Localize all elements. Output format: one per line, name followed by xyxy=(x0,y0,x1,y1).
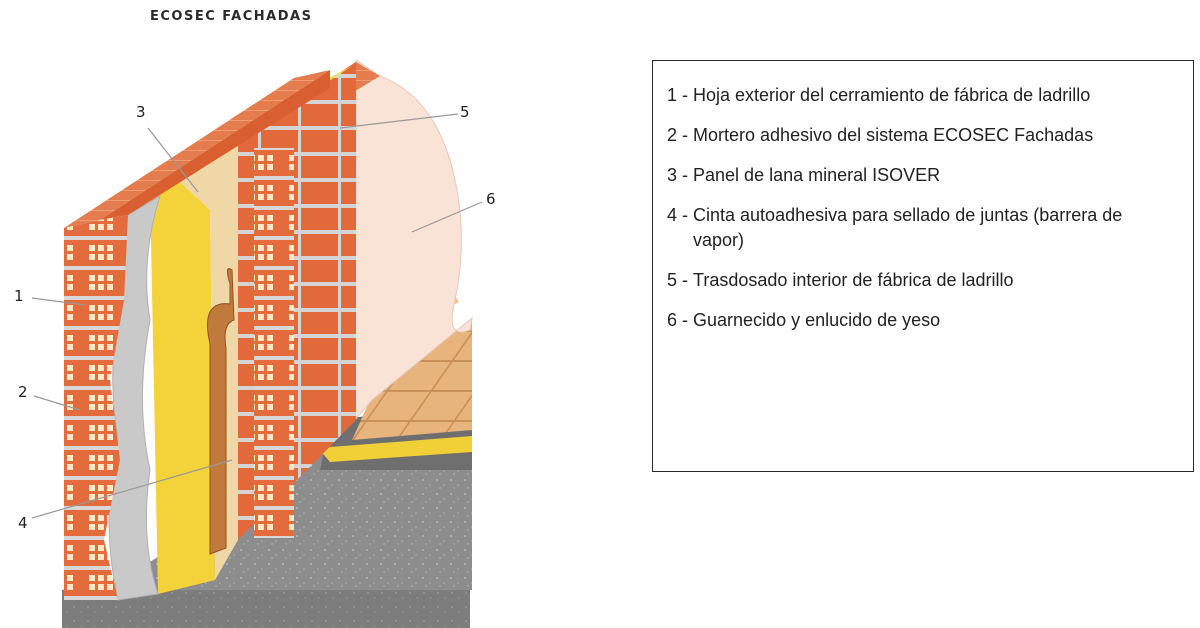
callout-2: 2 xyxy=(18,383,28,401)
mineral-wool-panel xyxy=(150,180,215,594)
legend-separator: - xyxy=(677,270,694,290)
leader-line-6 xyxy=(411,201,483,233)
outer-brick-leaf-top xyxy=(64,70,330,228)
legend-item-number: 3 xyxy=(667,165,678,185)
legend-item-text: Trasdosado interior de fábrica de ladril… xyxy=(693,270,1014,290)
legend-separator: - xyxy=(677,165,694,185)
legend-item: 6 - Guarnecido y enlucido de yeso xyxy=(667,308,1173,333)
leader-line-2 xyxy=(33,395,81,411)
leader-line-1 xyxy=(31,297,86,306)
leader-line-5 xyxy=(339,113,459,129)
legend-item: 2 - Mortero adhesivo del sistema ECOSEC … xyxy=(667,123,1173,148)
inner-brick-holes xyxy=(254,148,294,538)
legend-item: 4 - Cinta autoadhesiva para sellado de j… xyxy=(667,203,1173,253)
legend-item-text: Guarnecido y enlucido de yeso xyxy=(693,310,941,330)
legend-item-text: Hoja exterior del cerramiento de fábrica… xyxy=(693,85,1091,105)
legend-separator: - xyxy=(677,85,694,105)
gypsum-plaster xyxy=(354,59,473,422)
floor-tiles xyxy=(352,318,472,440)
floor-insulation-layer xyxy=(318,436,472,462)
foundation-slab xyxy=(62,590,470,628)
leader-line-3 xyxy=(147,127,199,193)
legend-item-number: 5 xyxy=(667,270,678,290)
callout-6: 6 xyxy=(486,190,496,208)
legend-item-text: Panel de lana mineral ISOVER xyxy=(693,165,941,185)
legend-box: 1 - Hoja exterior del cerramiento de fáb… xyxy=(652,60,1194,472)
callout-3: 3 xyxy=(136,103,146,121)
legend-item: 3 - Panel de lana mineral ISOVER xyxy=(667,163,1173,188)
diagram-title: ECOSEC FACHADAS xyxy=(150,9,313,24)
legend-item-number: 2 xyxy=(667,125,678,145)
callout-5: 5 xyxy=(460,103,470,121)
legend-separator: - xyxy=(677,125,694,145)
legend-separator: - xyxy=(677,205,694,225)
legend-item-number: 4 xyxy=(667,205,678,225)
leader-line-4 xyxy=(31,459,233,519)
legend-item-text: Cinta autoadhesiva para sellado de junta… xyxy=(693,205,1123,250)
legend-item: 1 - Hoja exterior del cerramiento de fáb… xyxy=(667,83,1173,108)
legend-item-number: 1 xyxy=(667,85,678,105)
legend-item-number: 6 xyxy=(667,310,678,330)
callout-4: 4 xyxy=(18,514,28,532)
legend-separator: - xyxy=(677,310,694,330)
legend-item-text: Mortero adhesivo del sistema ECOSEC Fach… xyxy=(693,125,1094,145)
vapour-barrier-tape xyxy=(207,268,235,555)
outer-brick-leaf-side xyxy=(100,70,330,220)
legend-item: 5 - Trasdosado interior de fábrica de la… xyxy=(667,268,1173,293)
callout-1: 1 xyxy=(14,287,24,305)
